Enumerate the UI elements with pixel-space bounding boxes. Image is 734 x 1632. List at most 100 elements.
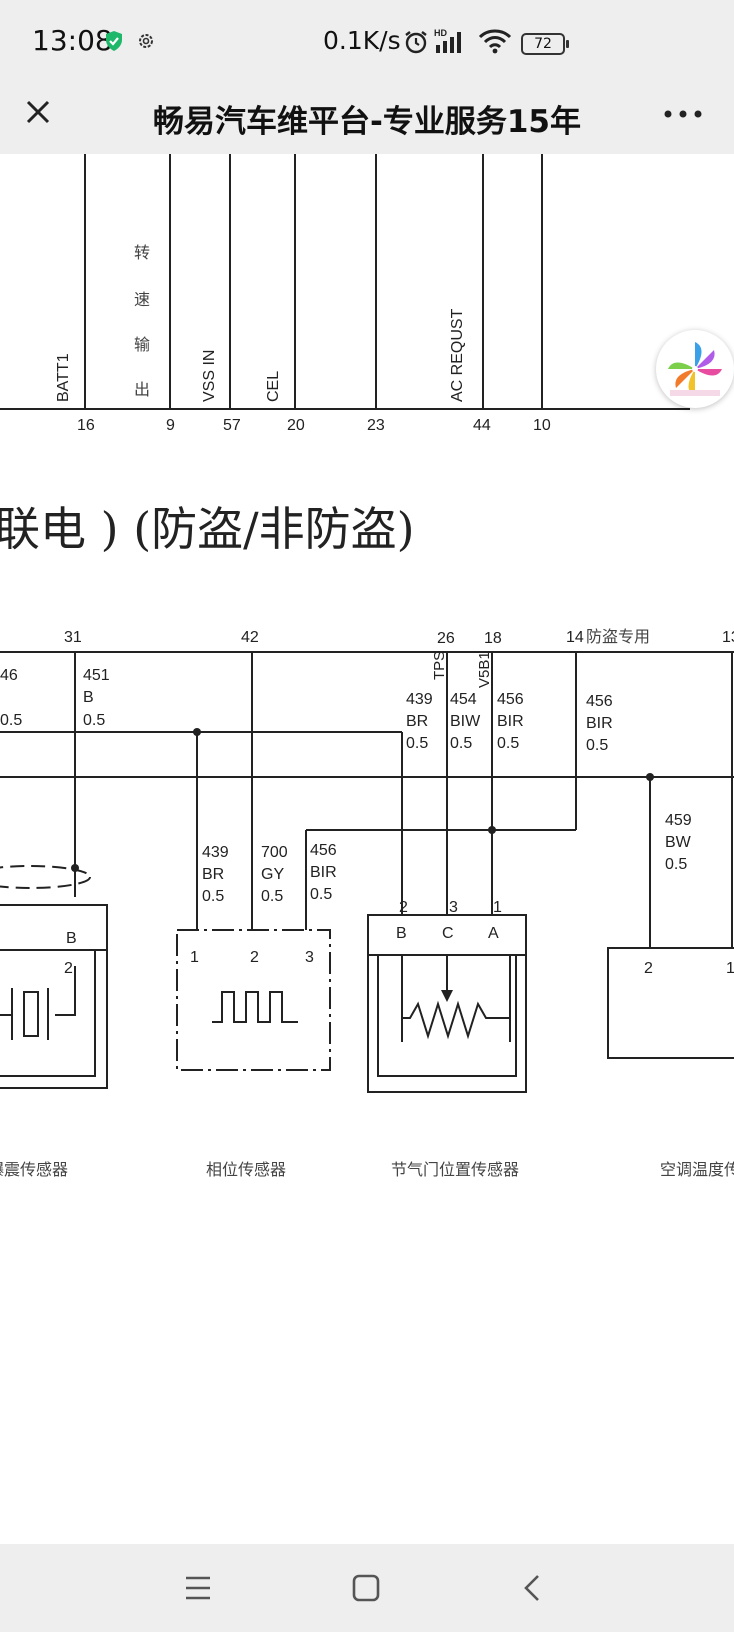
pin-23: 23 — [367, 417, 385, 434]
phase-pin-2: 2 — [250, 949, 259, 966]
label-tps: TPS — [431, 651, 448, 680]
phase-pin-1: 1 — [190, 949, 199, 966]
pin-44: 44 — [473, 417, 491, 434]
caption-knock-sensor: 爆震传感器 — [0, 1160, 68, 1179]
back-chevron-icon — [524, 1575, 539, 1601]
wire-454-color: BIW — [450, 713, 481, 730]
wire-454-num: 454 — [450, 691, 477, 708]
label-vss-in: VSS IN — [201, 350, 218, 402]
wire-454-size: 0.5 — [450, 735, 472, 752]
back-button[interactable] — [504, 1562, 564, 1614]
label-speed-out-4: 出 — [134, 381, 150, 399]
system-nav-bar — [0, 1544, 734, 1632]
menu-lines-icon — [186, 1576, 210, 1600]
tps-pin-3: 3 — [449, 899, 458, 916]
label-v5b1: V5B1 — [476, 651, 493, 688]
wire-46-num: 46 — [0, 667, 18, 684]
phase-sensor — [176, 929, 331, 1071]
wire-439b-color: BR — [202, 866, 224, 883]
knock-sensor — [0, 865, 108, 1089]
menu-button[interactable] — [168, 1562, 228, 1614]
label-speed-out-3: 输 — [134, 336, 150, 354]
wire-459-num: 459 — [665, 812, 692, 829]
home-square-icon — [352, 1574, 380, 1602]
wire-439a-size: 0.5 — [406, 735, 428, 752]
pinwheel-logo-icon — [668, 342, 722, 396]
tps-pin-a: A — [488, 925, 499, 942]
label-anti-theft: 防盗专用 — [586, 627, 650, 646]
alarm-clock-icon — [403, 29, 429, 59]
wire-700-size: 0.5 — [261, 888, 283, 905]
wire-451-color: B — [83, 689, 94, 706]
close-button[interactable] — [18, 92, 58, 132]
svg-text:HD: HD — [434, 28, 447, 38]
document-view[interactable]: BATT1 VSS IN CEL AC REQUST 转 速 输 出 16 9 … — [0, 154, 734, 1544]
status-bar: 13:08 0.1K/s HD 72 — [0, 0, 734, 80]
status-time: 13:08 — [32, 24, 113, 57]
page-title: 畅易汽车维平台-专业服务15年 — [152, 104, 581, 140]
label-speed-out-1: 转 — [134, 244, 150, 262]
wifi-icon — [478, 28, 512, 58]
wire-456b-color: BIR — [586, 715, 613, 732]
tps-pin-2: 2 — [399, 899, 408, 916]
wire-456a-num: 456 — [497, 691, 524, 708]
wire-456c-num: 456 — [310, 842, 337, 859]
wire-456a-size: 0.5 — [497, 735, 519, 752]
wire-451-num: 451 — [83, 667, 110, 684]
wire-456b-size: 0.5 — [586, 737, 608, 754]
label-batt1: BATT1 — [55, 353, 72, 402]
pin-9: 9 — [166, 417, 175, 434]
pin-57: 57 — [223, 417, 241, 434]
settings-gear-icon — [137, 32, 155, 54]
wire-439b-num: 439 — [202, 844, 229, 861]
knock-pin-2: 2 — [64, 960, 73, 977]
tps-pin-b: B — [396, 925, 407, 942]
phase-pin-3: 3 — [305, 949, 314, 966]
ac-pin-1: 1 — [726, 960, 734, 977]
pin-20: 20 — [287, 417, 305, 434]
label-cel: CEL — [265, 371, 282, 402]
throttle-sensor — [367, 914, 527, 1093]
wire-459-size: 0.5 — [665, 856, 687, 873]
caption-throttle-sensor: 节气门位置传感器 — [391, 1161, 519, 1179]
wire-451-size: 0.5 — [83, 712, 105, 729]
ac-temp-sensor — [607, 947, 734, 1059]
caption-phase-sensor: 相位传感器 — [206, 1161, 286, 1179]
pin-16: 16 — [77, 417, 95, 434]
wire-456c-color: BIR — [310, 864, 337, 881]
label-speed-out-2: 速 — [134, 291, 150, 309]
wire-459-color: BW — [665, 834, 692, 851]
ecu-pin-section — [0, 154, 690, 410]
pin-10: 10 — [533, 417, 551, 434]
pin-31: 31 — [64, 629, 82, 646]
home-button[interactable] — [336, 1562, 396, 1614]
network-speed: 0.1K/s — [323, 26, 401, 55]
pin-14: 14 — [566, 629, 584, 646]
hd-signal-icon: HD — [434, 27, 470, 59]
title-bar: 畅易汽车维平台-专业服务15年 — [0, 80, 734, 154]
knock-pin-b: B — [66, 930, 77, 947]
section-heading: 联电 ) (防盗/非防盗) — [0, 502, 415, 556]
pin-18: 18 — [484, 630, 502, 647]
wire-700-color: GY — [261, 866, 284, 883]
wire-439a-color: BR — [406, 713, 428, 730]
ac-pin-2: 2 — [644, 960, 653, 977]
junction-dots — [71, 728, 654, 872]
wire-439a-num: 439 — [406, 691, 433, 708]
floating-logo-button[interactable] — [656, 330, 734, 408]
wiring-diagram: BATT1 VSS IN CEL AC REQUST 转 速 输 出 16 9 … — [0, 154, 734, 1179]
tps-pin-c: C — [442, 925, 454, 942]
wire-700-num: 700 — [261, 844, 288, 861]
label-ac-request: AC REQUST — [449, 308, 466, 402]
sensor-wiring — [0, 651, 734, 948]
wire-46-size: 0.5 — [0, 712, 22, 729]
more-button[interactable] — [660, 102, 706, 126]
tps-pin-1: 1 — [493, 899, 502, 916]
pin-42: 42 — [241, 629, 259, 646]
pin-26: 26 — [437, 630, 455, 647]
wire-456a-color: BIR — [497, 713, 524, 730]
shield-check-icon — [104, 30, 124, 56]
wire-456c-size: 0.5 — [310, 886, 332, 903]
more-dots-icon — [664, 110, 702, 118]
wire-456b-num: 456 — [586, 693, 613, 710]
